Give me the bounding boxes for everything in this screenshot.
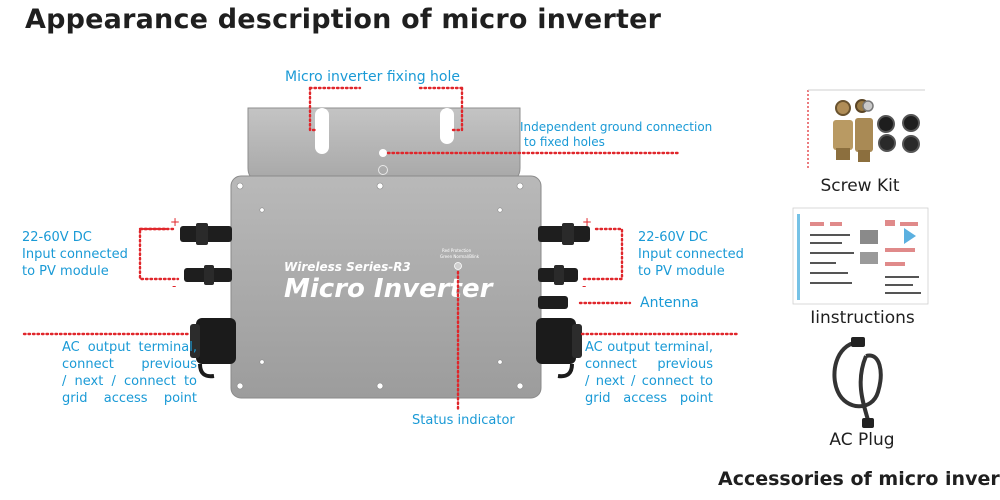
screws (236, 182, 524, 390)
ac-right-line3: / next / connect to (585, 374, 713, 389)
dc-left-line3: to PV module (22, 264, 109, 279)
ac-left-line3: / next / connect to (62, 374, 197, 389)
label-ground-line2: to fixed holes (524, 135, 605, 149)
ac-right-line4: grid access point (585, 391, 713, 406)
label-fixing-hole: Micro inverter fixing hole (285, 69, 460, 85)
antenna-connector (538, 296, 568, 309)
callout-fixing-right (450, 86, 464, 132)
device-tiny-text1: Red Protection (442, 248, 472, 253)
ac-connector-left (190, 318, 236, 379)
callout-dc-left (138, 227, 180, 281)
minus-left: - (172, 279, 176, 293)
dc-connector-right-minus (538, 265, 578, 285)
dc-connector-left-minus (184, 265, 232, 285)
dc-right-line1: 22-60V DC (638, 230, 708, 245)
minus-right: - (582, 279, 586, 293)
dc-connector-left-plus (180, 223, 232, 245)
label-ac-output-left: AC output terminal, connect previous / n… (62, 339, 197, 407)
ground-symbol (378, 165, 388, 175)
ac-left-line1: AC output terminal, (62, 340, 197, 355)
instructions-image (792, 207, 929, 305)
fixing-hole-left (315, 108, 329, 154)
dc-right-line2: Input connected (638, 247, 744, 262)
fixing-hole-right (440, 108, 454, 144)
plus-right: + (582, 215, 592, 229)
ac-left-line2: connect previous (62, 357, 197, 372)
device-series: Wireless Series-R3 (284, 260, 411, 274)
ac-plug-image (832, 337, 883, 428)
dc-left-line1: 22-60V DC (22, 230, 92, 245)
label-instructions: Iinstructions (810, 308, 915, 328)
dc-left-line2: Input connected (22, 247, 128, 262)
ac-left-line4: grid access point (62, 391, 197, 406)
status-led (454, 262, 462, 270)
plus-left: + (170, 215, 180, 229)
ac-connector-right (536, 318, 582, 379)
label-status-indicator: Status indicator (412, 413, 515, 428)
label-antenna: Antenna (640, 295, 699, 311)
dc-connector-right-plus (538, 223, 590, 245)
device-name: Micro Inverter (284, 274, 495, 304)
device-tiny-text2: Green Normal/Blink (440, 254, 480, 259)
label-ac-output-right: AC output terminal, connect previous / n… (585, 339, 713, 407)
label-ac-plug: AC Plug (829, 430, 895, 450)
mounting-plate (247, 107, 521, 181)
ac-right-line2: connect previous (585, 357, 713, 372)
label-screw-kit: Screw Kit (820, 176, 900, 196)
accessories-heading: Accessories of micro inverter (718, 468, 1000, 490)
callout-fixing-left (308, 86, 318, 132)
callout-dc-right (582, 227, 624, 281)
screw-kit-image (805, 88, 927, 172)
ground-hole (379, 149, 387, 157)
dc-right-line3: to PV module (638, 264, 725, 279)
inverter-body (230, 175, 542, 399)
label-dc-input-left: 22-60V DC Input connected to PV module (22, 229, 128, 280)
label-ground-connection: Independent ground connection to fixed h… (520, 120, 712, 150)
ac-right-line1: AC output terminal, (585, 340, 713, 355)
label-ground-line1: Independent ground connection (520, 120, 713, 134)
page-title: Appearance description of micro inverter (25, 4, 662, 35)
label-dc-input-right: 22-60V DC Input connected to PV module (638, 229, 744, 280)
